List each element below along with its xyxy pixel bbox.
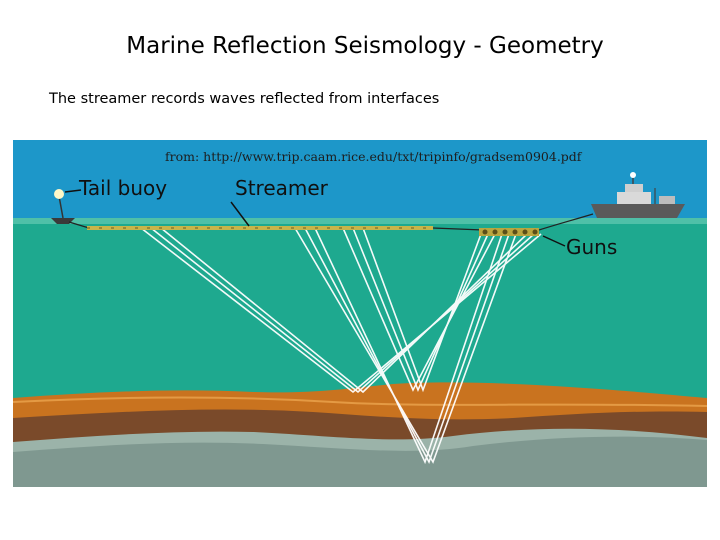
slide-subtitle: The streamer records waves reflected fro… <box>49 91 440 107</box>
tail-buoy-leader <box>64 189 82 193</box>
sea-surface <box>13 218 707 224</box>
streamer-leader <box>230 201 250 227</box>
streamer-cable <box>87 226 484 231</box>
rock-layer-dark <box>13 436 707 487</box>
ray-path <box>304 227 510 464</box>
ray-path <box>362 227 482 393</box>
ray-path <box>150 227 535 394</box>
ray-path <box>140 227 542 394</box>
sky <box>13 140 707 220</box>
streamer-label: Streamer <box>235 176 328 200</box>
ray-path <box>342 227 496 392</box>
seismic-geometry-figure: from: http://www.trip.caam.rice.edu/txt/… <box>13 140 707 487</box>
ray-path <box>314 227 503 465</box>
survey-ship <box>591 172 685 218</box>
sea <box>13 218 707 418</box>
tail-buoy <box>51 189 90 229</box>
guns-leader <box>542 235 566 247</box>
sediment-highlight <box>13 396 707 407</box>
figure-illustration <box>13 140 707 487</box>
ray-paths <box>140 227 542 465</box>
guns-label: Guns <box>566 235 618 259</box>
ray-path <box>352 227 489 393</box>
airgun-array <box>479 213 594 236</box>
ray-path <box>294 227 517 464</box>
source-citation: from: http://www.trip.caam.rice.edu/txt/… <box>165 149 582 164</box>
ray-path <box>160 227 528 394</box>
slide-title: Marine Reflection Seismology - Geometry <box>126 33 604 59</box>
sediment-orange <box>13 382 707 420</box>
tail-buoy-label: Tail buoy <box>79 176 168 200</box>
